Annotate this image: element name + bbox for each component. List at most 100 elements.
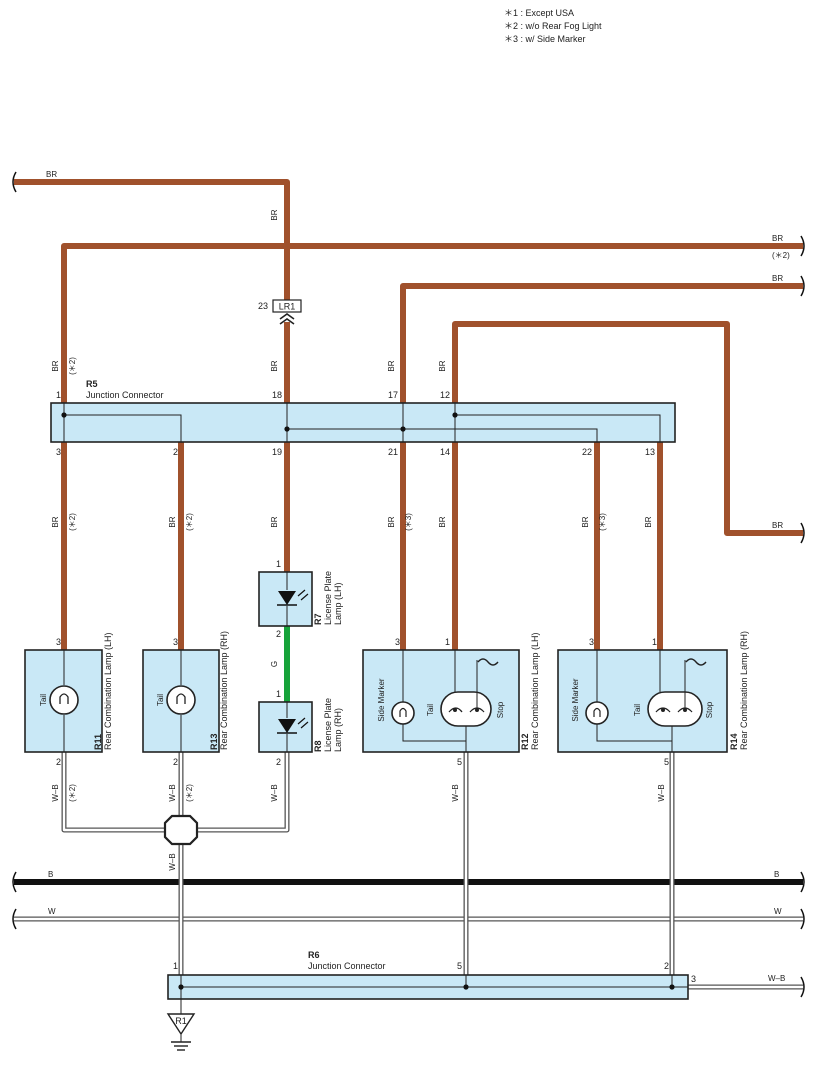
r5-id: R5 [86,379,98,389]
ground-triangle-icon [166,1013,196,1036]
r8-pin-in: 1 [276,689,281,699]
r5-pin-18: 18 [272,390,282,400]
r6-pin-1: 1 [173,961,178,971]
r5-pin-14: 14 [440,447,450,457]
wire-label: BR [270,360,279,371]
tail-label: Tail [156,694,165,706]
r14-pin-b: 1 [652,637,657,647]
r12-name: Rear Combination Lamp (LH) [530,632,540,750]
r12-pin-out: 5 [457,757,462,767]
r11-id: R11 [93,734,103,750]
wire-label: W–B [768,974,785,983]
wire-label: BR [387,516,396,527]
r11-pin-out: 2 [56,757,61,767]
wire-note: (＊3) [598,513,607,531]
r7-pin-in: 1 [276,559,281,569]
wire-note: (＊2) [68,513,77,531]
r6-pin-3: 3 [691,974,696,984]
lr1-label: LR1 [279,302,296,312]
led-icon [278,591,296,605]
tail-label: Tail [426,704,435,716]
r13-id: R13 [209,733,219,750]
break-marks [12,171,805,998]
wire-label: W–B [51,784,60,801]
r13-pin-in: 3 [173,637,178,647]
wire-label: B [48,870,53,879]
side-marker-label: Side Marker [377,678,386,721]
r11-pin-in: 3 [56,637,61,647]
r8-id: R8 [313,740,323,752]
note-3: ＊3 : w/ Side Marker [504,34,586,44]
r5-pin-22: 22 [582,447,592,457]
wire-label: W–B [657,784,666,801]
r8-pin-out: 2 [276,757,281,767]
r5-pin-3: 3 [56,447,61,457]
r8-license-plate-lamp-rh: 1 2 R8 License Plate Lamp (RH) [258,689,343,767]
r5-pin-13: 13 [645,447,655,457]
r7-pin-out: 2 [276,629,281,639]
r11-name: Rear Combination Lamp (LH) [103,632,113,750]
tail-label: Tail [633,704,642,716]
r5-pin-1: 1 [56,390,61,400]
wire-label: W–B [270,784,279,801]
wire-note: (＊2) [68,784,77,802]
flasher-icon [685,658,707,666]
r13-rear-combination-lamp-rh: Tail 3 2 R13 Rear Combination Lamp (RH) [142,631,229,767]
stop-label: Stop [705,701,714,718]
splice-point-icon [163,814,199,846]
wire-label: BR [438,360,447,371]
r11-rear-combination-lamp-lh: Tail 3 2 R11 Rear Combination Lamp (LH) [24,632,113,767]
wire-label: BR [438,516,447,527]
wire-label: W–B [168,853,177,870]
wire-label: BR [270,209,279,220]
r13-name: Rear Combination Lamp (RH) [219,631,229,750]
bulb-icon [585,701,609,725]
wire-label: BR [772,234,783,243]
ground-label: R1 [175,1016,187,1026]
wire-label: BR [772,521,783,530]
wire-label: BR [51,516,60,527]
wb-wires [61,752,803,990]
bulb-icon [166,685,196,715]
r14-pin-out: 5 [664,757,669,767]
r12-pin-a: 3 [395,637,400,647]
r7-name-1: License Plate [323,571,333,625]
flasher-icon [477,658,499,666]
led-icon [278,719,296,733]
r14-id: R14 [729,733,739,750]
wire-label: W–B [451,784,460,801]
r7-id: R7 [313,613,323,625]
r8-name-2: Lamp (RH) [333,708,343,752]
wire-br-top-left [14,179,290,300]
wire-label: B [774,870,779,879]
r5-pin-2: 2 [173,447,178,457]
wire-label: BR [772,274,783,283]
wire-label: W–B [168,784,177,801]
r5-junction-connector: R5 Junction Connector 1 18 17 12 3 2 19 … [50,379,676,457]
wire-note: (＊2) [185,513,194,531]
r6-name: Junction Connector [308,961,386,971]
side-marker-label: Side Marker [571,678,580,721]
r5-pin-12: 12 [440,390,450,400]
r5-pin-19: 19 [272,447,282,457]
r14-pin-a: 3 [589,637,594,647]
r6-pin-2: 2 [664,961,669,971]
note-1: ＊1 : Except USA [504,8,574,18]
wire-note: (＊3) [404,513,413,531]
wire-br-top-2 [61,243,803,403]
r7-license-plate-lamp-lh: 1 2 R7 License Plate Lamp (LH) [258,559,343,639]
r5-pin-21: 21 [388,447,398,457]
wire-br-top-4 [452,321,803,536]
wire-label: W [48,907,56,916]
tail-label: Tail [39,694,48,706]
br-wires [14,179,803,650]
wire-label: BR [168,516,177,527]
r6-id: R6 [308,950,320,960]
wire-br-top-3 [400,283,803,403]
r7-name-2: Lamp (LH) [333,582,343,625]
wire-note: (＊2) [185,784,194,802]
dual-bulb-icon [440,691,492,727]
r5-name: Junction Connector [86,390,164,400]
wire-label: BR [51,360,60,371]
